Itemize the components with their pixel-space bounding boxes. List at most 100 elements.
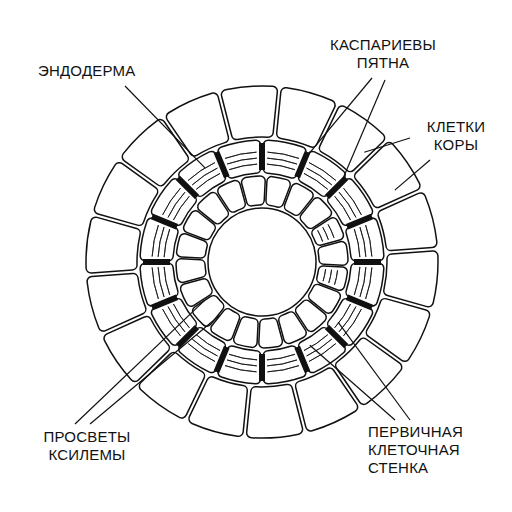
primary-wall-line: [309, 163, 336, 181]
primary-wall-line: [309, 344, 336, 362]
primary-wall-line: [354, 229, 360, 257]
xylem-lumen-line: [323, 269, 326, 281]
primary-wall-line: [188, 344, 215, 362]
central-lumen: [208, 208, 316, 316]
primary-wall-line: [168, 192, 185, 217]
casparian-strip: [178, 178, 197, 197]
primary-wall-line: [152, 225, 158, 256]
casparian-strip: [347, 216, 372, 226]
primary-wall-line: [344, 309, 362, 336]
primary-wall-line: [366, 267, 372, 298]
cortex-cell: [247, 384, 303, 438]
casparian-strip: [216, 152, 226, 177]
leader-line: [395, 160, 430, 190]
primary-wall-line: [164, 267, 170, 295]
xylem-lumen-line: [329, 270, 332, 283]
leader-lines: [75, 78, 430, 424]
casparian-strip: [297, 152, 307, 177]
primary-wall-line: [227, 360, 257, 366]
pericycle-cell: [318, 242, 348, 266]
primary-wall-line: [229, 354, 257, 360]
primary-wall-line: [164, 229, 170, 257]
primary-wall-line: [192, 168, 217, 185]
xylem-lumen-line: [335, 270, 338, 284]
primary-wall-line: [229, 164, 257, 170]
primary-wall-line: [304, 335, 328, 351]
primary-wall-line: [225, 152, 256, 158]
cortex-cell: [86, 217, 140, 273]
leader-line: [75, 300, 205, 424]
casparian-strip: [354, 259, 381, 265]
primary-wall-line: [173, 304, 189, 328]
primary-wall-line: [344, 188, 362, 215]
xylem-lumen-lines: [318, 224, 338, 284]
endodermis-cell-group: [140, 140, 384, 384]
primary-wall-line: [360, 227, 366, 257]
cortex-cell: [296, 368, 358, 431]
primary-wall-line: [335, 304, 351, 328]
primary-wall-line: [307, 168, 332, 185]
pericycle-cell: [312, 218, 344, 245]
primary-wall-label: ПЕРВИЧНАЯ КЛЕТОЧНАЯ СТЕНКА: [368, 423, 500, 477]
primary-wall-line: [163, 188, 181, 215]
primary-wall-line: [267, 360, 297, 366]
pericycle-cell-group: [176, 176, 348, 348]
primary-wall-line: [152, 267, 158, 298]
casparian-strip: [216, 347, 226, 372]
primary-wall-line: [173, 196, 189, 220]
cortex-cell: [87, 273, 146, 331]
cortex-cell: [221, 86, 277, 140]
casparian-strip: [152, 297, 177, 307]
primary-wall-line: [192, 339, 217, 356]
casparian-strip: [347, 297, 372, 307]
primary-wall-line: [196, 173, 220, 189]
cortex-cell-label: КЛЕТКИ КОРЫ: [414, 118, 498, 154]
pericycle-cell: [176, 259, 206, 283]
primary-wall-line: [227, 158, 257, 164]
primary-wall-line: [360, 267, 366, 297]
pericycle-cell: [259, 318, 283, 348]
leader-line: [305, 78, 372, 159]
primary-wall-line: [366, 225, 372, 256]
primary-wall-line: [354, 267, 360, 295]
cell-rings: [86, 86, 438, 438]
cortex-cell: [166, 93, 228, 156]
leader-line: [90, 315, 220, 424]
pericycle-cell: [279, 312, 306, 344]
casparian-strip: [152, 216, 177, 226]
primary-wall-line: [225, 366, 256, 372]
xylem-lumen-label: ПРОСВЕТЫ КСИЛЕМЫ: [28, 428, 146, 464]
primary-wall-line: [304, 173, 328, 189]
leader-line: [364, 138, 410, 152]
xylem-lumen-line: [323, 227, 329, 239]
casparian-strip: [143, 259, 170, 265]
primary-wall-line: [188, 163, 215, 181]
primary-wall-line: [158, 227, 164, 257]
primary-wall-line: [158, 267, 164, 297]
primary-wall-lines: [152, 152, 372, 372]
primary-wall-line: [267, 158, 297, 164]
casparian-strips: [143, 143, 381, 381]
leader-line: [341, 80, 385, 183]
cortex-cell-group: [86, 86, 438, 438]
pericycle-cell: [242, 176, 266, 206]
xylem-lumen-line: [318, 230, 323, 241]
primary-wall-line: [267, 354, 295, 360]
primary-wall-line: [267, 366, 298, 372]
primary-wall-line: [267, 164, 295, 170]
cortex-cell: [384, 251, 438, 307]
xylem-lumen-line: [328, 224, 334, 237]
pericycle-cell: [218, 181, 245, 213]
primary-wall-line: [196, 335, 220, 351]
casparian-strip-label: КАСПАРИЕВЫ ПЯТНА: [322, 36, 444, 72]
leader-line: [125, 86, 205, 168]
casparian-strip: [297, 347, 307, 372]
casparian-strip: [259, 354, 265, 381]
primary-wall-line: [335, 196, 351, 220]
primary-wall-line: [339, 192, 356, 217]
casparian-strip: [327, 178, 346, 197]
pericycle-cell: [181, 279, 213, 306]
casparian-strip: [259, 143, 265, 170]
